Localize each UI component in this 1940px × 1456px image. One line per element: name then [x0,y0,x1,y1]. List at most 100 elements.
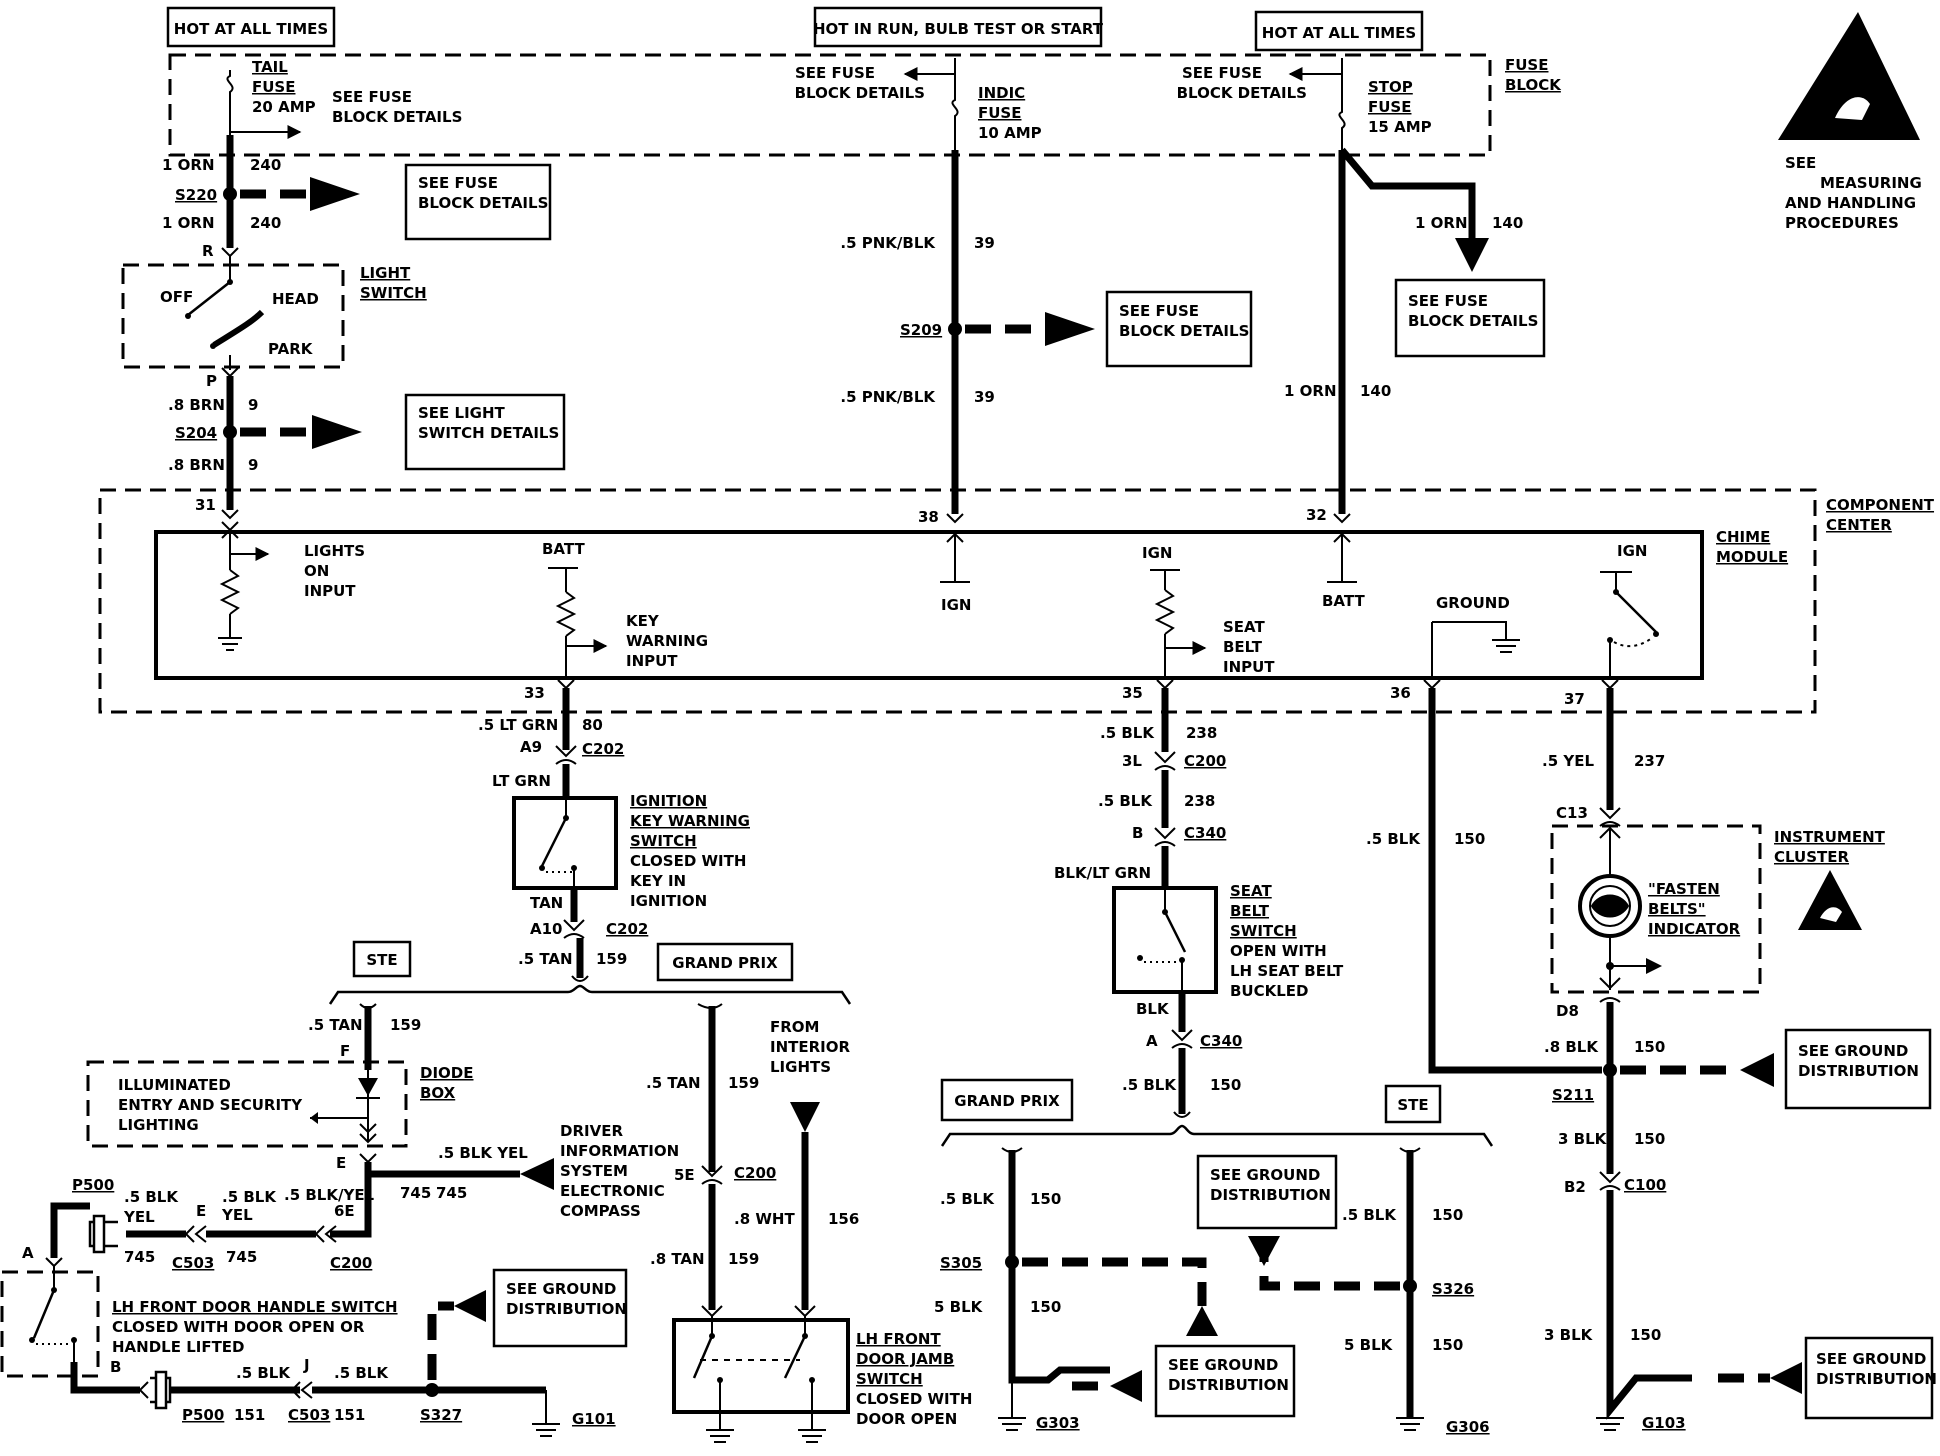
fuse-block-outline [168,53,1492,157]
svg-text:BLOCK: BLOCK [1505,76,1562,94]
svg-text:.8 BRN: .8 BRN [168,456,225,474]
svg-text:159: 159 [728,1250,759,1268]
svg-text:DOOR JAMB: DOOR JAMB [856,1350,954,1368]
svg-text:COMPASS: COMPASS [560,1202,641,1220]
svg-text:.5 BLK: .5 BLK [124,1188,179,1206]
svg-text:C202: C202 [582,740,624,758]
svg-text:"FASTEN: "FASTEN [1648,880,1720,898]
svg-text:C200: C200 [1184,752,1226,770]
svg-text:C340: C340 [1200,1032,1242,1050]
svg-text:.5 BLK YEL: .5 BLK YEL [438,1144,528,1162]
svg-text:INPUT: INPUT [1223,658,1275,676]
svg-text:33: 33 [524,684,545,702]
svg-text:LIGHT: LIGHT [360,264,411,282]
g103-ground-distribution-box: SEE GROUND DISTRIBUTION [1804,1336,1937,1420]
light-switch: OFF HEAD PARK LIGHT SWITCH [121,256,427,370]
svg-text:150: 150 [1432,1206,1463,1224]
svg-text:HOT AT ALL TIMES: HOT AT ALL TIMES [1262,24,1416,42]
svg-text:BATT: BATT [1322,592,1365,610]
svg-text:FUSE: FUSE [1368,98,1411,116]
svg-text:STOP: STOP [1368,78,1413,96]
svg-text:C340: C340 [1184,824,1226,842]
instrument-cluster: "FASTEN BELTS" INDICATOR INSTRUMENT CLUS… [1550,824,1886,994]
svg-text:TAIL: TAIL [252,58,288,76]
svg-text:B: B [1132,824,1143,842]
s220-see-fuse-box: SEE FUSE BLOCK DETAILS [404,163,552,241]
svg-text:.5 PNK/BLK: .5 PNK/BLK [840,234,936,252]
svg-text:BOX: BOX [420,1084,456,1102]
svg-text:745: 745 [436,1184,467,1202]
svg-text:SWITCH: SWITCH [360,284,427,302]
svg-text:SYSTEM: SYSTEM [560,1162,628,1180]
svg-text:G303: G303 [1036,1414,1080,1432]
esd-note: SEE MEASURING AND HANDLING PROCEDURES [1785,154,1922,232]
svg-text:INPUT: INPUT [304,582,356,600]
svg-text:FUSE: FUSE [252,78,295,96]
svg-text:KEY IN: KEY IN [630,872,686,890]
svg-text:SEE GROUND: SEE GROUND [1168,1356,1278,1374]
svg-text:ELECTRONIC: ELECTRONIC [560,1182,665,1200]
svg-text:DISTRIBUTION: DISTRIBUTION [1210,1186,1331,1204]
s209-see-fuse-box: SEE FUSE BLOCK DETAILS [1105,290,1253,368]
svg-text:CLOSED WITH: CLOSED WITH [856,1390,972,1408]
svg-text:150: 150 [1454,830,1485,848]
door-handle-switch: LH FRONT DOOR HANDLE SWITCH CLOSED WITH … [0,1266,398,1378]
svg-text:BLOCK DETAILS: BLOCK DETAILS [795,84,925,102]
chime-module-box [154,530,1704,680]
svg-text:32: 32 [1306,506,1327,524]
svg-text:.8 WHT: .8 WHT [734,1210,795,1228]
svg-text:LH FRONT: LH FRONT [856,1330,941,1348]
svg-text:IGNITION: IGNITION [630,792,707,810]
svg-text:HOT AT ALL TIMES: HOT AT ALL TIMES [174,20,328,38]
seat-grand-prix-ground: .5 BLK 150 S305 5 BLK 150 G303 [934,1147,1218,1432]
grand-prix-branch: .5 TAN 159 5E C200 .8 TAN 159 FROM INTER… [646,1003,859,1318]
svg-text:159: 159 [596,950,627,968]
svg-text:OFF: OFF [160,288,193,306]
svg-text:DIODE: DIODE [420,1064,473,1082]
tail-feed-wire: 1 ORN 240 S220 1 ORN 240 R [162,135,360,260]
svg-text:IGN: IGN [1142,544,1172,562]
svg-text:CHIME: CHIME [1716,528,1770,546]
svg-text:YEL: YEL [123,1208,155,1226]
svg-text:745: 745 [226,1248,257,1266]
svg-text:15 AMP: 15 AMP [1368,118,1432,136]
svg-text:150: 150 [1634,1130,1665,1148]
pin37-wire: 37 .5 YEL 237 C13 [1542,679,1665,827]
svg-text:S327: S327 [420,1406,462,1424]
svg-text:31: 31 [195,496,216,514]
variant-split-right: GRAND PRIX STE [940,1078,1494,1147]
power-header-center: HOT IN RUN, BULB TEST OR START [813,6,1104,48]
power-header-left: HOT AT ALL TIMES [166,6,336,48]
svg-text:YEL: YEL [221,1206,253,1224]
svg-text:INDIC: INDIC [978,84,1025,102]
svg-text:GRAND PRIX: GRAND PRIX [672,954,778,972]
svg-text:240: 240 [250,156,281,174]
svg-text:LIGHTS: LIGHTS [304,542,365,560]
svg-text:DOOR OPEN: DOOR OPEN [856,1410,957,1428]
svg-text:BELT: BELT [1230,902,1270,920]
svg-text:R: R [202,242,214,260]
s305-ground-distribution-box: SEE GROUND DISTRIBUTION [1154,1344,1296,1418]
svg-text:AND HANDLING: AND HANDLING [1785,194,1916,212]
svg-text:C503: C503 [288,1406,330,1424]
stop-fuse: SEE FUSE BLOCK DETAILS STOP FUSE 15 AMP [1177,58,1432,150]
svg-text:CLUSTER: CLUSTER [1774,848,1849,866]
svg-text:A10: A10 [530,920,562,938]
svg-text:150: 150 [1634,1038,1665,1056]
svg-text:36: 36 [1390,684,1411,702]
svg-text:DRIVER: DRIVER [560,1122,623,1140]
svg-text:SEE: SEE [1785,154,1816,172]
svg-text:GRAND PRIX: GRAND PRIX [954,1092,1060,1110]
svg-text:F: F [340,1042,350,1060]
seat-belt-switch-output: BLK A C340 .5 BLK 150 [1122,992,1242,1118]
svg-text:SEE FUSE: SEE FUSE [1182,64,1262,82]
svg-text:.5 BLK: .5 BLK [222,1188,277,1206]
svg-text:150: 150 [1210,1076,1241,1094]
svg-text:3L: 3L [1122,752,1142,770]
svg-text:SWITCH: SWITCH [856,1370,923,1388]
svg-text:HANDLE LIFTED: HANDLE LIFTED [112,1338,245,1356]
svg-text:FROM: FROM [770,1018,819,1036]
svg-text:SWITCH: SWITCH [1230,922,1297,940]
pin32-batt: BATT [1322,532,1365,610]
svg-text:.5 TAN: .5 TAN [646,1074,701,1092]
